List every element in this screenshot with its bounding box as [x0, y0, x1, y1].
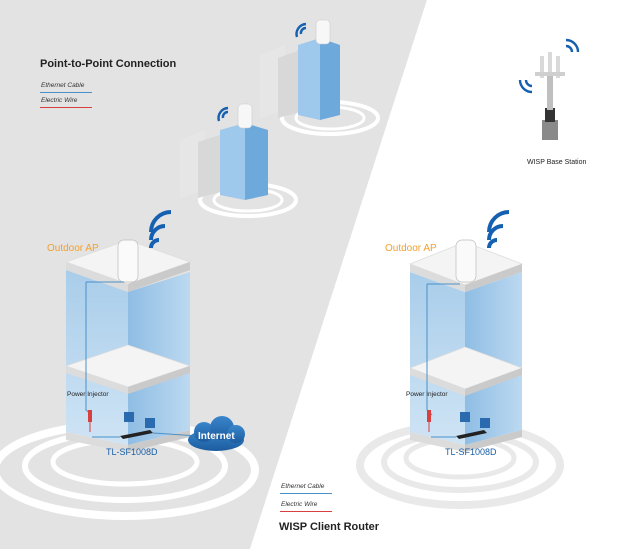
- legend-ethernet-label: Ethernet Cable: [41, 82, 85, 89]
- left-office-building: [0, 239, 259, 520]
- legend-ethernet-line: [40, 92, 92, 93]
- switch-icon: [120, 430, 153, 439]
- left-title: Point-to-Point Connection: [40, 58, 177, 70]
- right-title: WISP Client Router: [279, 521, 380, 533]
- wifi-signal-icon: [518, 38, 580, 94]
- left-outdoor-ap-label: Outdoor AP: [47, 243, 99, 254]
- computer-icon: [480, 418, 490, 428]
- legend-ethernet-label-right: Ethernet Cable: [281, 483, 325, 490]
- wisp-base-station-tower: [518, 38, 580, 140]
- legend-ethernet-line-right: [280, 493, 332, 494]
- internet-label: Internet: [198, 431, 235, 442]
- wifi-signal-icon: [217, 22, 307, 122]
- right-power-injector-label: Power Injector: [406, 391, 448, 398]
- wifi-signal-icon: [487, 210, 510, 249]
- computer-icon: [145, 418, 155, 428]
- legend-electric-line: [40, 107, 92, 108]
- computer-icon: [124, 412, 134, 422]
- wisp-base-station-label: WISP Base Station: [527, 159, 587, 166]
- outdoor-ap-device-icon: [455, 239, 477, 283]
- right-outdoor-ap-label: Outdoor AP: [385, 243, 437, 254]
- panel-divider: [250, 0, 429, 549]
- computer-icon: [460, 412, 470, 422]
- ap-device-icon: [237, 103, 253, 129]
- legend-electric-label: Electric Wire: [41, 97, 78, 104]
- switch-icon: [456, 430, 487, 439]
- left-power-injector-label: Power Injector: [67, 391, 109, 398]
- wifi-signal-icon: [149, 210, 172, 249]
- legend-electric-line-right: [280, 511, 332, 512]
- internet-cloud-icon: [188, 416, 245, 451]
- outdoor-ap-device-icon: [117, 239, 139, 283]
- ap-device-icon: [315, 19, 331, 45]
- remote-building-bottom: [180, 103, 298, 218]
- right-switch-label: TL-SF1008D: [445, 447, 497, 457]
- right-office-building: [356, 239, 564, 509]
- left-switch-label: TL-SF1008D: [106, 447, 158, 457]
- power-injector-icon: [427, 410, 431, 422]
- power-injector-icon: [88, 410, 92, 422]
- legend-electric-label-right: Electric Wire: [281, 501, 318, 508]
- remote-building-top: [260, 19, 380, 136]
